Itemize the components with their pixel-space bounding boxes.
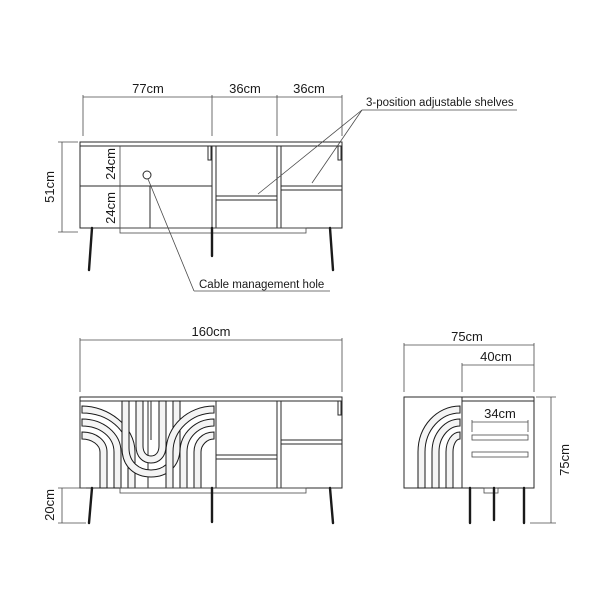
dim-label-36-mid: 36cm	[229, 81, 261, 96]
arch-pattern-center	[121, 400, 181, 478]
dim-label-24-upper: 24cm	[103, 148, 118, 180]
dim-label-24-lower: 24cm	[103, 192, 118, 224]
callout-cable: Cable management hole	[199, 279, 324, 291]
dim-label-75-depth: 75cm	[451, 329, 483, 344]
hinge-left	[207, 145, 212, 161]
leg-right	[328, 486, 335, 525]
arch-pattern-side	[417, 405, 461, 489]
leg-front-right	[328, 226, 335, 272]
interior-front-view: 77cm 36cm 36cm 51cm 24cm 24cm 3-position…	[42, 81, 517, 292]
callout-leader-2	[311, 109, 363, 184]
dim-label-77: 77cm	[132, 81, 164, 96]
leg-front-left	[87, 226, 94, 272]
dim-label-160: 160cm	[191, 324, 230, 339]
dim-label-40: 40cm	[480, 349, 512, 364]
hinge-right	[337, 400, 342, 416]
leg-left	[87, 486, 94, 525]
cable-hole	[142, 170, 152, 180]
callout-leader-1	[257, 109, 363, 195]
side-shelf-upper	[471, 434, 529, 441]
dim-label-20: 20cm	[42, 489, 57, 521]
side-view: 75cm 40cm 34cm 75cm	[403, 329, 572, 525]
dim-label-51: 51cm	[42, 171, 57, 203]
hinge-right	[337, 145, 342, 161]
callout-shelves: 3-position adjustable shelves	[366, 97, 514, 109]
dim-label-75-height: 75cm	[557, 444, 572, 476]
side-shelf-lower	[471, 451, 529, 458]
dim-label-36-right: 36cm	[293, 81, 325, 96]
side-stretcher	[483, 487, 499, 494]
dim-label-34: 34cm	[484, 406, 516, 421]
exterior-front-view: 160cm 20cm	[42, 324, 343, 525]
callout-leader-cable	[147, 178, 195, 292]
